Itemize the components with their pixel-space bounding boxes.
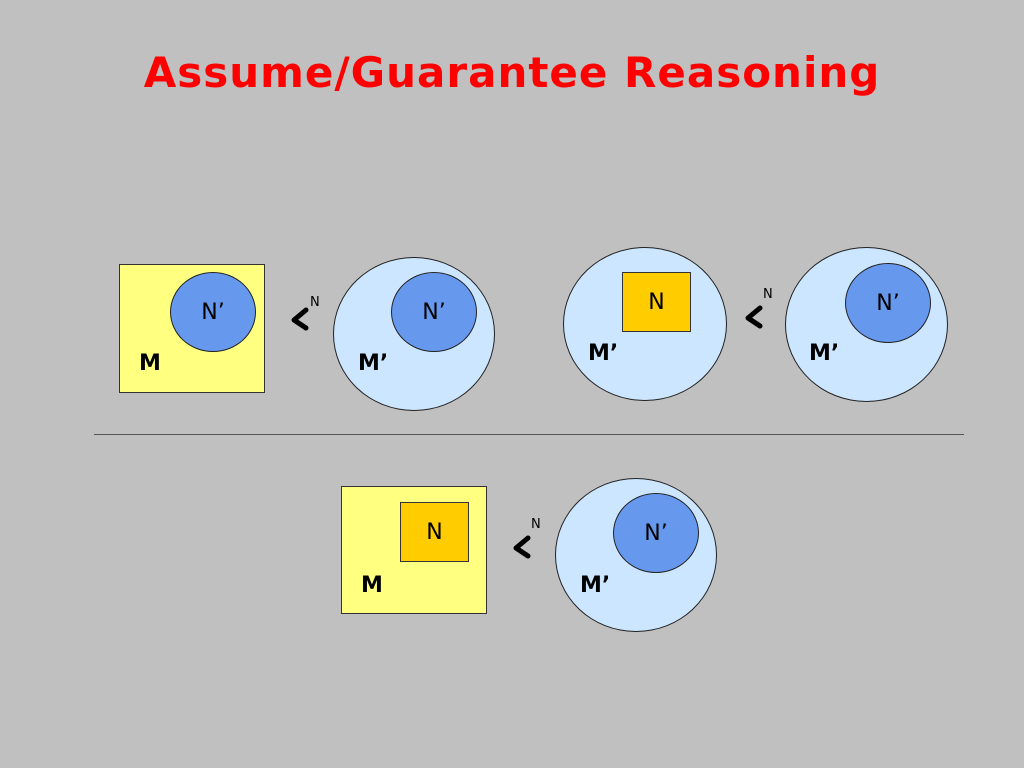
m-prime-label: M’ (358, 351, 389, 376)
component-n-prime-circle: N’ (391, 272, 477, 352)
component-n-box: N (622, 272, 691, 332)
m-prime-label: M’ (580, 573, 611, 598)
component-n-prime-circle: N’ (845, 263, 931, 343)
refinement-relation-icon (513, 535, 531, 559)
relation-subscript: N (531, 517, 541, 532)
n-label: N (648, 289, 665, 315)
refinement-relation-icon (291, 307, 309, 331)
m-label: M (361, 573, 383, 598)
component-n-prime-circle: N’ (170, 272, 256, 352)
n-prime-label: N’ (422, 299, 446, 325)
m-prime-label: M’ (588, 341, 619, 366)
component-n-prime-circle: N’ (613, 493, 699, 573)
n-prime-label: N’ (644, 520, 668, 546)
m-prime-label: M’ (809, 341, 840, 366)
component-n-box: N (400, 502, 469, 562)
n-label: N (426, 519, 443, 545)
relation-subscript: N (763, 287, 773, 302)
inference-divider (94, 434, 964, 435)
m-label: M (139, 351, 161, 376)
n-prime-label: N’ (201, 299, 225, 325)
relation-subscript: N (310, 295, 320, 310)
n-prime-label: N’ (876, 290, 900, 316)
slide-title: Assume/Guarantee Reasoning (143, 48, 881, 97)
refinement-relation-icon (745, 305, 763, 329)
